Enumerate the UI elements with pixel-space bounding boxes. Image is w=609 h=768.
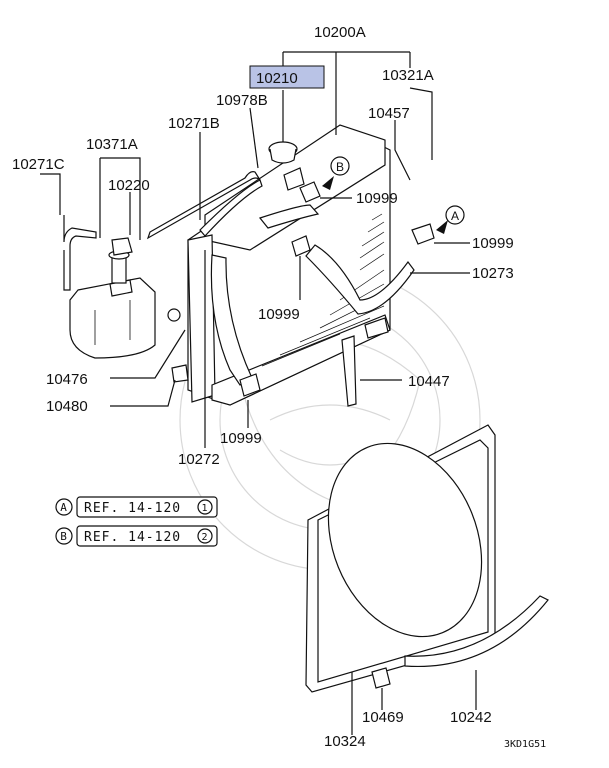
upper-hose <box>199 179 320 237</box>
leader-lines <box>40 51 477 735</box>
svg-text:REF. 14-120: REF. 14-120 <box>84 530 181 545</box>
part-label[interactable]: 10457 <box>368 105 410 122</box>
part-label[interactable]: 10469 <box>362 709 404 726</box>
callout-arrow-b: B <box>322 156 350 190</box>
svg-text:2: 2 <box>201 532 208 543</box>
part-label[interactable]: 10978B <box>216 92 268 109</box>
svg-text:A: A <box>60 501 68 514</box>
part-label[interactable]: 10999 <box>220 430 262 447</box>
part-label[interactable]: 10242 <box>450 709 492 726</box>
radiator-cap <box>268 141 298 164</box>
hose-clip <box>239 181 435 397</box>
part-label[interactable]: 10999 <box>472 235 514 252</box>
svg-text:REF. 14-120: REF. 14-120 <box>84 501 181 516</box>
part-label[interactable]: 10220 <box>108 177 150 194</box>
part-label[interactable]: 10324 <box>324 733 366 750</box>
part-label[interactable]: 10273 <box>472 265 514 282</box>
reserve-tank <box>69 250 156 359</box>
svg-text:A: A <box>451 209 459 223</box>
reserve-tank-hose <box>63 215 97 291</box>
drain-hose <box>341 335 357 407</box>
svg-text:B: B <box>336 160 344 174</box>
part-label[interactable]: 10272 <box>178 451 220 468</box>
radiator-core-fins <box>261 213 385 367</box>
shroud-band <box>404 595 549 668</box>
radiator-hose-10273 <box>305 244 415 315</box>
svg-text:10210: 10210 <box>256 70 298 87</box>
shroud-bolt <box>371 667 391 689</box>
part-label[interactable]: 10480 <box>46 398 88 415</box>
part-label[interactable]: 10271B <box>168 115 220 132</box>
reference-a[interactable]: A REF. 14-120 1 <box>55 496 218 518</box>
part-label[interactable]: 10271C <box>12 156 65 173</box>
reference-b[interactable]: B REF. 14-120 2 <box>55 525 218 547</box>
part-label[interactable]: 10476 <box>46 371 88 388</box>
svg-text:1: 1 <box>201 503 208 514</box>
svg-text:B: B <box>60 530 68 543</box>
callout-arrow-a: A <box>436 205 465 234</box>
fan-shroud <box>305 424 496 693</box>
part-label[interactable]: 10447 <box>408 373 450 390</box>
part-label[interactable]: 10999 <box>356 190 398 207</box>
part-label[interactable]: 10200A <box>314 24 366 41</box>
part-highlight <box>249 65 325 89</box>
part-label[interactable]: 10999 <box>258 306 300 323</box>
highlighted-part-label[interactable]: 10210 <box>249 65 325 89</box>
overflow-hose <box>146 171 261 240</box>
drawing-code: 3KD1G51 <box>504 739 546 750</box>
bolt <box>167 308 189 383</box>
part-label[interactable]: 10321A <box>382 67 434 84</box>
part-label[interactable]: 10371A <box>86 136 138 153</box>
reserve-tank-cap <box>111 237 133 256</box>
